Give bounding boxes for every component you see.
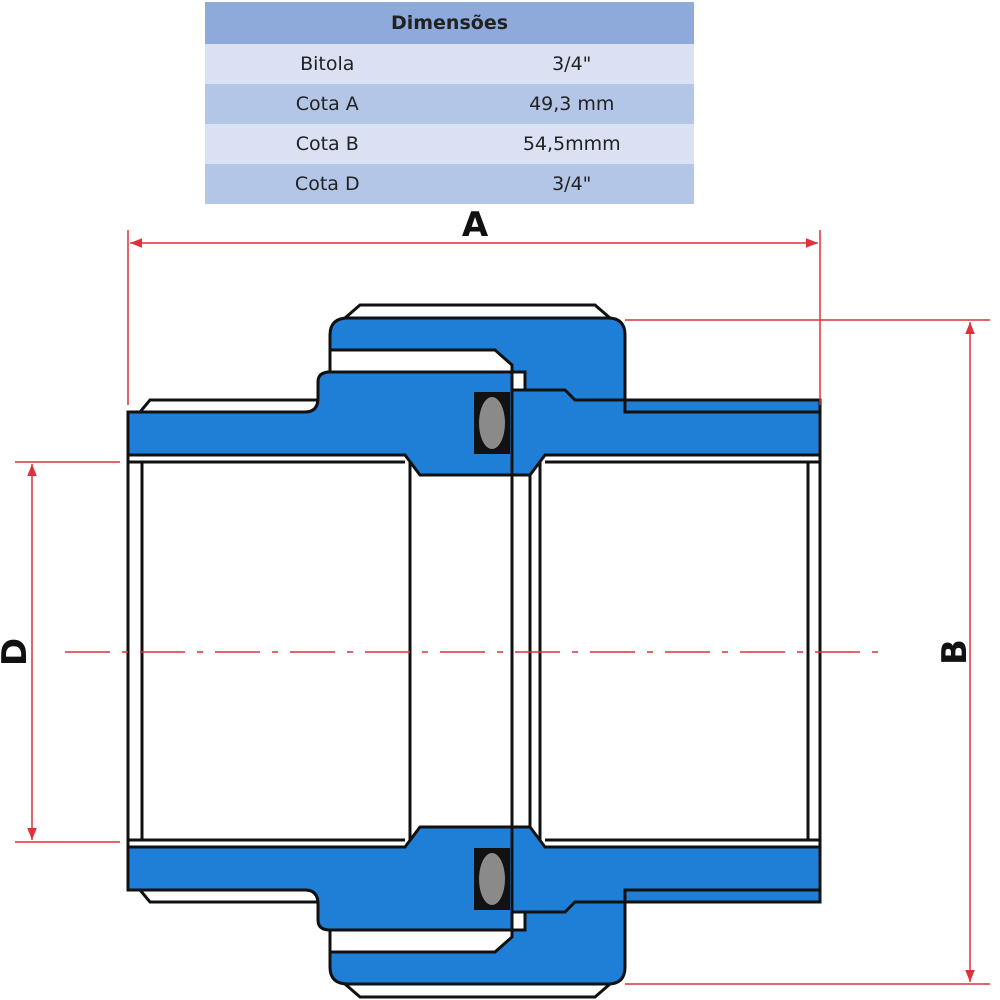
label-d: D [0,638,35,666]
dimension-lines [15,230,990,985]
row-label: Bitola [205,44,450,84]
label-b: B [935,639,975,665]
row-value: 3/4" [449,44,694,84]
label-a: A [462,205,489,245]
fitting-top-half [126,303,822,477]
row-value: 3/4" [449,164,694,204]
row-label: Cota B [205,124,450,164]
row-value: 54,5mmm [449,124,694,164]
row-label: Cota D [205,164,450,204]
row-value: 49,3 mm [449,84,694,124]
bore-lines [126,455,822,847]
fitting-bottom-half [126,825,822,999]
row-label: Cota A [205,84,450,124]
table-title: Dimensões [205,2,694,44]
